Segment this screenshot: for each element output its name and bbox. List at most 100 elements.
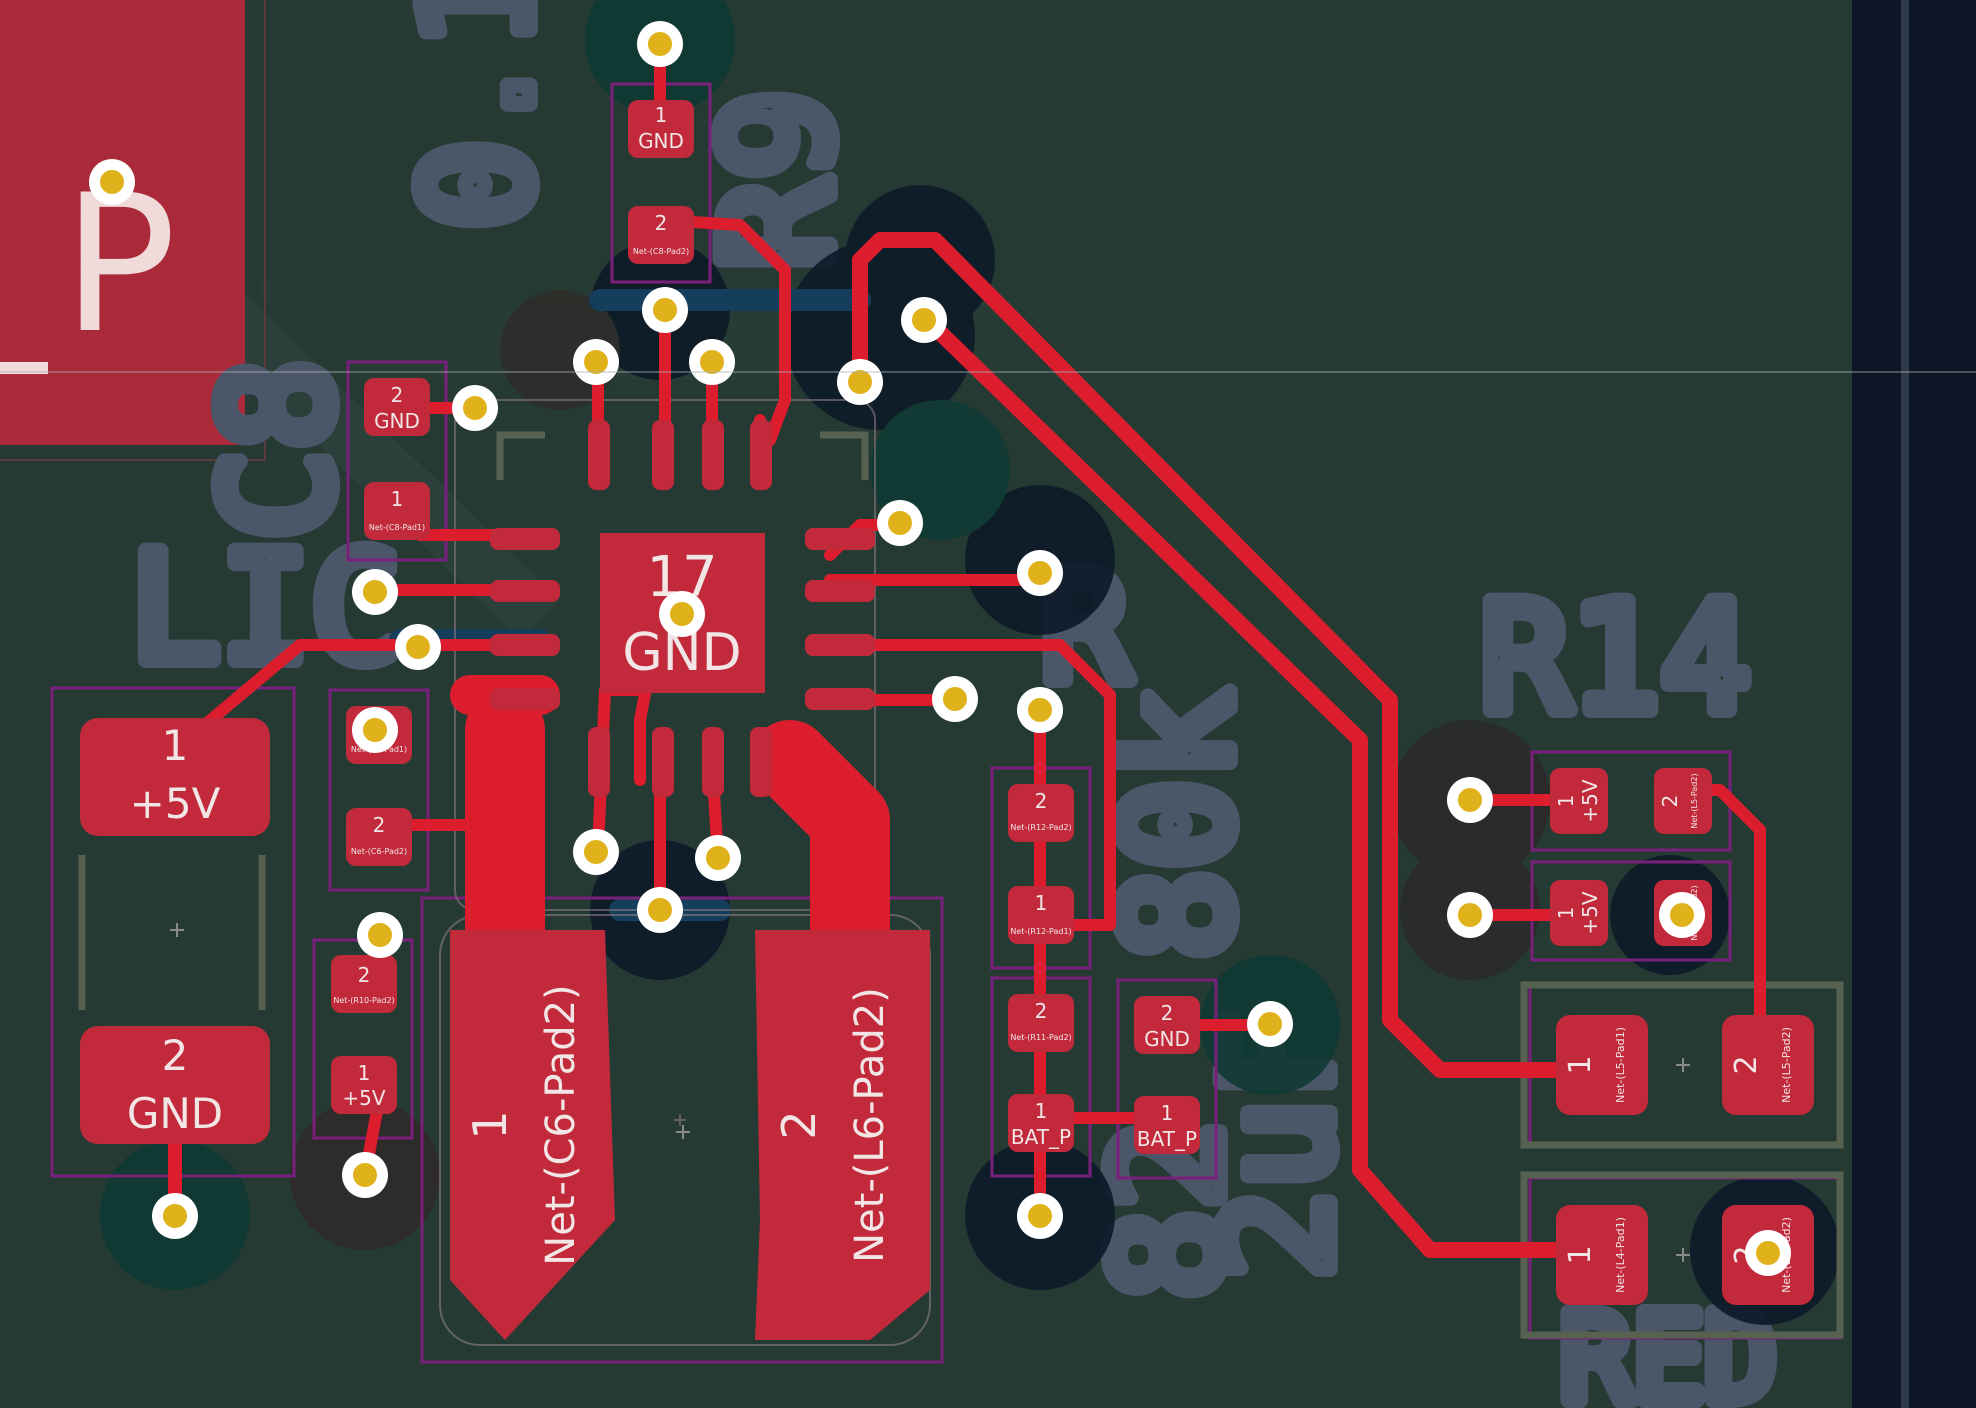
c8-pad-2-net: GND (374, 409, 420, 433)
silk-r14: R14 (1480, 572, 1751, 746)
c6-pad-2-num: 2 (373, 813, 386, 837)
via (1247, 1001, 1293, 1047)
c5-pad-1[interactable] (80, 718, 270, 836)
c8-pad-1-num: 1 (391, 487, 404, 511)
c5-pad-2-net: GND (127, 1089, 223, 1138)
via (89, 159, 135, 205)
r11-pad-1[interactable] (1008, 1094, 1074, 1152)
l5-pad-1-net: Net-(L5-Pad1) (1614, 1027, 1627, 1103)
via (637, 887, 683, 933)
via (573, 339, 619, 385)
r11-pad-2-net: Net-(R11-Pad2) (1010, 1033, 1071, 1042)
vias[interactable] (89, 21, 1791, 1276)
r9-pad-2-net: Net-(C8-Pad2) (633, 247, 689, 256)
c7-pad-2-net: GND (1144, 1027, 1190, 1051)
via (352, 569, 398, 615)
l5-pad-2-labels: 2 Net-(L5-Pad2) (1729, 1027, 1793, 1103)
r14-pad-2-net: Net-(L5-Pad2) (1690, 773, 1699, 828)
copper-zone-diag (160, 250, 560, 640)
l5-pad-1-num: 1 (1563, 1055, 1598, 1074)
via (352, 707, 398, 753)
c8-pad-2[interactable] (364, 378, 430, 436)
via (1745, 1230, 1791, 1276)
c7-pad-1[interactable] (1134, 1096, 1200, 1154)
r12-pad-1-net: Net-(R12-Pad1) (1010, 927, 1071, 936)
c8-pad-2-num: 2 (391, 383, 404, 407)
c8-pad-1-net: Net-(C8-Pad1) (369, 523, 425, 532)
c6-pad-2[interactable] (346, 808, 412, 866)
via (1447, 777, 1493, 823)
l6-pad-2-net: Net-(L6-Pad2) (847, 987, 893, 1263)
via (1659, 892, 1705, 938)
l5-pad-2-num: 2 (1729, 1055, 1764, 1074)
via (395, 624, 441, 670)
r14-pad-2-num: 2 (1658, 795, 1682, 808)
r13-pad-1-num: 1 (1554, 907, 1578, 920)
l5-pad-2[interactable] (1722, 1015, 1814, 1115)
r9-pad-1-net: GND (638, 129, 684, 153)
r10-pad-2[interactable] (331, 955, 397, 1013)
r9-pad-1-num: 1 (655, 103, 668, 127)
l4-pad-1-net: Net-(L4-Pad1) (1614, 1217, 1627, 1293)
via (901, 297, 947, 343)
l5-pad-1[interactable] (1556, 1015, 1648, 1115)
via (642, 287, 688, 333)
r10-pad-1-net: +5V (342, 1086, 385, 1110)
r10-pad-1[interactable] (331, 1056, 397, 1114)
via (357, 912, 403, 958)
l6-pad-1-net: Net-(C6-Pad2) (538, 984, 584, 1265)
r14-pad-1-num: 1 (1554, 795, 1578, 808)
r9-pad-1[interactable] (628, 100, 694, 158)
c5-pad-2[interactable] (80, 1026, 270, 1144)
r9-pad-2[interactable] (628, 206, 694, 264)
via (695, 835, 741, 881)
via (877, 500, 923, 546)
r14-pad-1[interactable] (1550, 768, 1608, 834)
c5-pad-2-num: 2 (162, 1031, 189, 1080)
via (689, 339, 735, 385)
via (659, 591, 705, 637)
silk-underscore (0, 362, 48, 374)
l4-pad-1-num: 1 (1563, 1245, 1598, 1264)
via (452, 385, 498, 431)
c7-pad-2[interactable] (1134, 996, 1200, 1054)
via (1017, 550, 1063, 596)
r9-pad-2-num: 2 (655, 211, 668, 235)
c6-pad-2-net: Net-(C6-Pad2) (351, 847, 407, 856)
r12-pad-1-num: 1 (1035, 891, 1048, 915)
c8-pad-1[interactable] (364, 482, 430, 540)
c7-pad-1-num: 1 (1161, 1101, 1174, 1125)
l6-pad-1-num: 1 (463, 1110, 517, 1139)
r14-pad-2-labels: 2 Net-(L5-Pad2) (1658, 773, 1699, 828)
via (637, 21, 683, 67)
l4-pad-1[interactable] (1556, 1205, 1648, 1305)
r11-pad-1-num: 1 (1035, 1099, 1048, 1123)
c5-pad-1-net: +5V (130, 779, 221, 828)
via (837, 359, 883, 405)
via (573, 829, 619, 875)
r13-pad-1-net: +5V (1578, 891, 1602, 934)
via (1017, 687, 1063, 733)
silk-80k: 80k (1092, 689, 1266, 960)
l6-pad-2-labels: 2 Net-(L6-Pad2) (772, 987, 893, 1263)
r13-pad-1[interactable] (1550, 880, 1608, 946)
l5-pad-2-net: Net-(L5-Pad2) (1780, 1027, 1793, 1103)
r10-pad-1-num: 1 (358, 1061, 371, 1085)
silk-r9: R9 (692, 89, 866, 270)
via (342, 1152, 388, 1198)
r12-pad-2-net: Net-(R12-Pad2) (1010, 823, 1071, 832)
r10-pad-2-net: Net-(R10-Pad2) (333, 996, 394, 1005)
c7-pad-2-num: 2 (1161, 1001, 1174, 1025)
r11-pad-2[interactable] (1008, 994, 1074, 1052)
r12-pad-1[interactable] (1008, 886, 1074, 944)
via (932, 676, 978, 722)
r14-pad-2[interactable] (1654, 768, 1712, 834)
silk-r9-value: 0.1k (392, 0, 566, 230)
board-edge-area (1852, 0, 1976, 1408)
r14-pad-1-labels: 1 +5V (1554, 779, 1602, 822)
r14-pad-1-net: +5V (1578, 779, 1602, 822)
r12-pad-2[interactable] (1008, 784, 1074, 842)
l6-pad-2-num: 2 (772, 1110, 826, 1139)
r12-pad-2-num: 2 (1035, 789, 1048, 813)
